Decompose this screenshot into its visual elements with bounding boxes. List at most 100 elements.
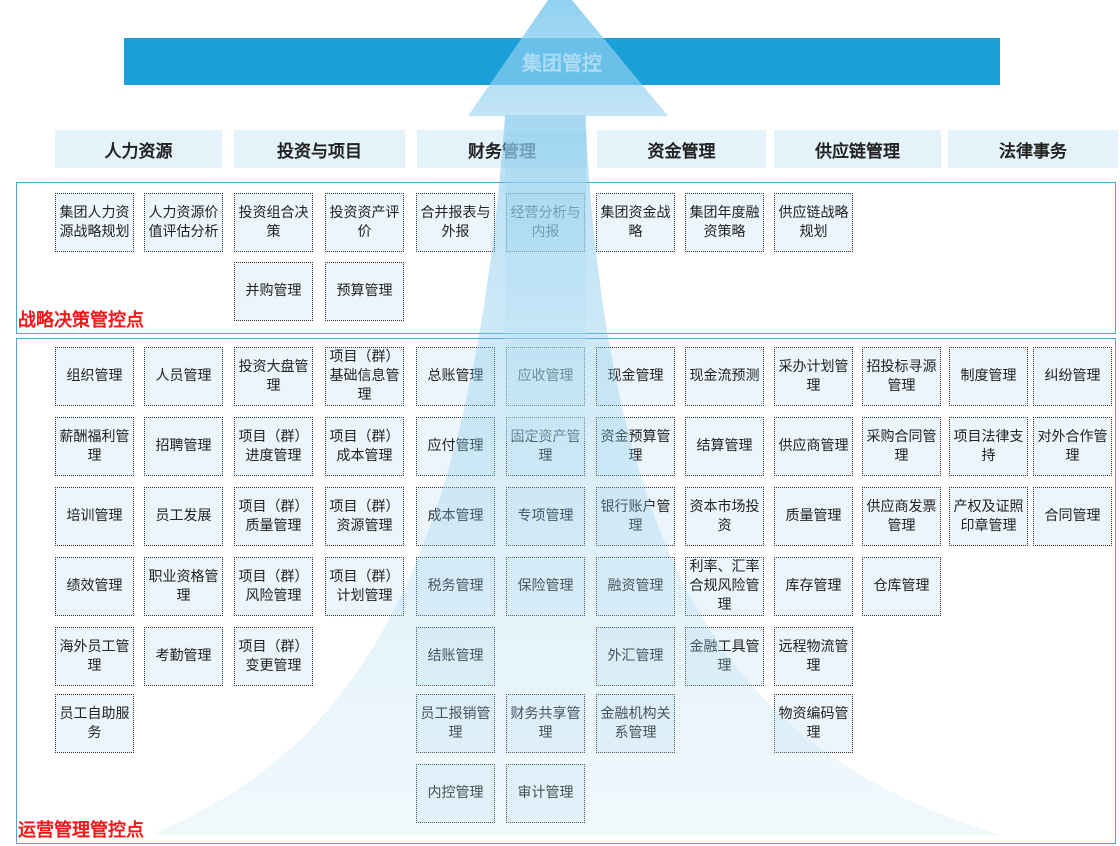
strategic-box: 预算管理 xyxy=(325,262,404,321)
strategic-box: 投资组合决策 xyxy=(234,193,313,252)
operational-box: 融资管理 xyxy=(596,557,675,616)
operational-box-label: 项目（群）变更管理 xyxy=(238,638,309,674)
operational-box-label: 结账管理 xyxy=(427,648,484,664)
operational-box-label: 现金流预测 xyxy=(689,368,760,384)
category-header: 资金管理 xyxy=(597,130,766,168)
operational-box-label: 现金管理 xyxy=(607,368,664,384)
operational-box-label: 投资大盘管理 xyxy=(238,358,309,394)
operational-box: 供应商发票管理 xyxy=(862,487,941,546)
operational-box: 项目（群）成本管理 xyxy=(325,417,404,476)
operational-box-label: 对外合作管理 xyxy=(1037,428,1108,464)
operational-box: 考勤管理 xyxy=(144,627,223,686)
operational-box-label: 应收管理 xyxy=(517,368,574,384)
operational-box-label: 库存管理 xyxy=(785,578,842,594)
operational-box-label: 远程物流管理 xyxy=(778,638,849,674)
operational-box: 海外员工管理 xyxy=(55,627,134,686)
operational-box-label: 成本管理 xyxy=(427,508,484,524)
operational-box: 制度管理 xyxy=(949,347,1028,406)
operational-box: 项目（群）进度管理 xyxy=(234,417,313,476)
operational-box-label: 融资管理 xyxy=(607,578,664,594)
operational-box-label: 采购合同管理 xyxy=(866,428,937,464)
operational-box: 招投标寻源管理 xyxy=(862,347,941,406)
operational-box-label: 金融机构关系管理 xyxy=(600,705,671,741)
operational-box-label: 薪酬福利管理 xyxy=(59,428,130,464)
strategic-box: 投资资产评价 xyxy=(325,193,404,252)
operational-box-label: 采办计划管理 xyxy=(778,358,849,394)
operational-box-label: 海外员工管理 xyxy=(59,638,130,674)
operational-box: 结账管理 xyxy=(416,627,495,686)
strategic-box: 集团资金战略 xyxy=(596,193,675,252)
strategic-box-label: 投资组合决策 xyxy=(238,204,309,240)
operational-box: 组织管理 xyxy=(55,347,134,406)
operational-box: 职业资格管理 xyxy=(144,557,223,616)
operational-box-label: 招投标寻源管理 xyxy=(866,358,937,394)
category-header: 投资与项目 xyxy=(234,130,405,168)
operational-box-label: 产权及证照印章管理 xyxy=(953,498,1024,534)
operational-box-label: 人员管理 xyxy=(155,368,212,384)
operational-box: 员工自助服务 xyxy=(55,694,134,753)
operational-box: 纠纷管理 xyxy=(1033,347,1112,406)
group-control-banner: 集团管控 xyxy=(124,38,1000,85)
operational-box: 项目（群）基础信息管理 xyxy=(325,347,404,406)
operational-box: 库存管理 xyxy=(774,557,853,616)
operational-box-label: 招聘管理 xyxy=(155,438,212,454)
operational-box: 采购合同管理 xyxy=(862,417,941,476)
operational-box: 对外合作管理 xyxy=(1033,417,1112,476)
operational-box-label: 员工自助服务 xyxy=(59,705,130,741)
operational-box: 总账管理 xyxy=(416,347,495,406)
operational-label: 运营管理管控点 xyxy=(18,820,144,841)
operational-box-label: 结算管理 xyxy=(696,438,753,454)
operational-box: 外汇管理 xyxy=(596,627,675,686)
operational-box-label: 银行账户管理 xyxy=(600,498,671,534)
operational-box-label: 外汇管理 xyxy=(607,648,664,664)
operational-box-label: 税务管理 xyxy=(427,578,484,594)
operational-box-label: 培训管理 xyxy=(66,508,123,524)
strategic-box: 人力资源价值评估分析 xyxy=(144,193,223,252)
strategic-box: 集团年度融资策略 xyxy=(685,193,764,252)
operational-box: 资本市场投资 xyxy=(685,487,764,546)
operational-box: 仓库管理 xyxy=(862,557,941,616)
operational-box-label: 项目法律支持 xyxy=(953,428,1024,464)
operational-box: 金融工具管理 xyxy=(685,627,764,686)
operational-box: 合同管理 xyxy=(1033,487,1112,546)
strategic-box-label: 集团资金战略 xyxy=(600,204,671,240)
operational-box: 人员管理 xyxy=(144,347,223,406)
operational-box-label: 质量管理 xyxy=(785,508,842,524)
operational-box: 员工报销管理 xyxy=(416,694,495,753)
operational-box-label: 固定资产管理 xyxy=(510,428,581,464)
operational-box: 绩效管理 xyxy=(55,557,134,616)
operational-box-label: 供应商管理 xyxy=(778,438,849,454)
operational-box: 产权及证照印章管理 xyxy=(949,487,1028,546)
operational-box-label: 内控管理 xyxy=(427,785,484,801)
operational-box-label: 审计管理 xyxy=(517,785,574,801)
operational-box-label: 绩效管理 xyxy=(66,578,123,594)
operational-box: 保险管理 xyxy=(506,557,585,616)
operational-box: 金融机构关系管理 xyxy=(596,694,675,753)
operational-box: 项目（群）质量管理 xyxy=(234,487,313,546)
operational-box: 供应商管理 xyxy=(774,417,853,476)
strategic-box-label: 合并报表与外报 xyxy=(420,204,491,240)
operational-box: 专项管理 xyxy=(506,487,585,546)
strategic-box: 经营分析与内报 xyxy=(506,193,585,252)
category-header: 财务管理 xyxy=(417,130,587,168)
operational-box-label: 物资编码管理 xyxy=(778,705,849,741)
operational-box: 投资大盘管理 xyxy=(234,347,313,406)
operational-box-label: 项目（群）质量管理 xyxy=(238,498,309,534)
operational-box-label: 利率、汇率合规风险管理 xyxy=(689,559,760,613)
operational-box: 远程物流管理 xyxy=(774,627,853,686)
strategic-box: 并购管理 xyxy=(234,262,313,321)
operational-box-label: 项目（群）进度管理 xyxy=(238,428,309,464)
operational-box: 招聘管理 xyxy=(144,417,223,476)
operational-box-label: 项目（群）基础信息管理 xyxy=(329,349,400,403)
operational-box-label: 供应商发票管理 xyxy=(866,498,937,534)
operational-box: 薪酬福利管理 xyxy=(55,417,134,476)
operational-box-label: 项目（群）风险管理 xyxy=(238,568,309,604)
operational-box-label: 项目（群）资源管理 xyxy=(329,498,400,534)
operational-box-label: 项目（群）成本管理 xyxy=(329,428,400,464)
strategic-box-label: 预算管理 xyxy=(336,283,393,299)
operational-box: 员工发展 xyxy=(144,487,223,546)
operational-box: 审计管理 xyxy=(506,764,585,823)
operational-box: 固定资产管理 xyxy=(506,417,585,476)
strategic-box-label: 人力资源价值评估分析 xyxy=(148,204,219,240)
operational-box: 财务共享管理 xyxy=(506,694,585,753)
